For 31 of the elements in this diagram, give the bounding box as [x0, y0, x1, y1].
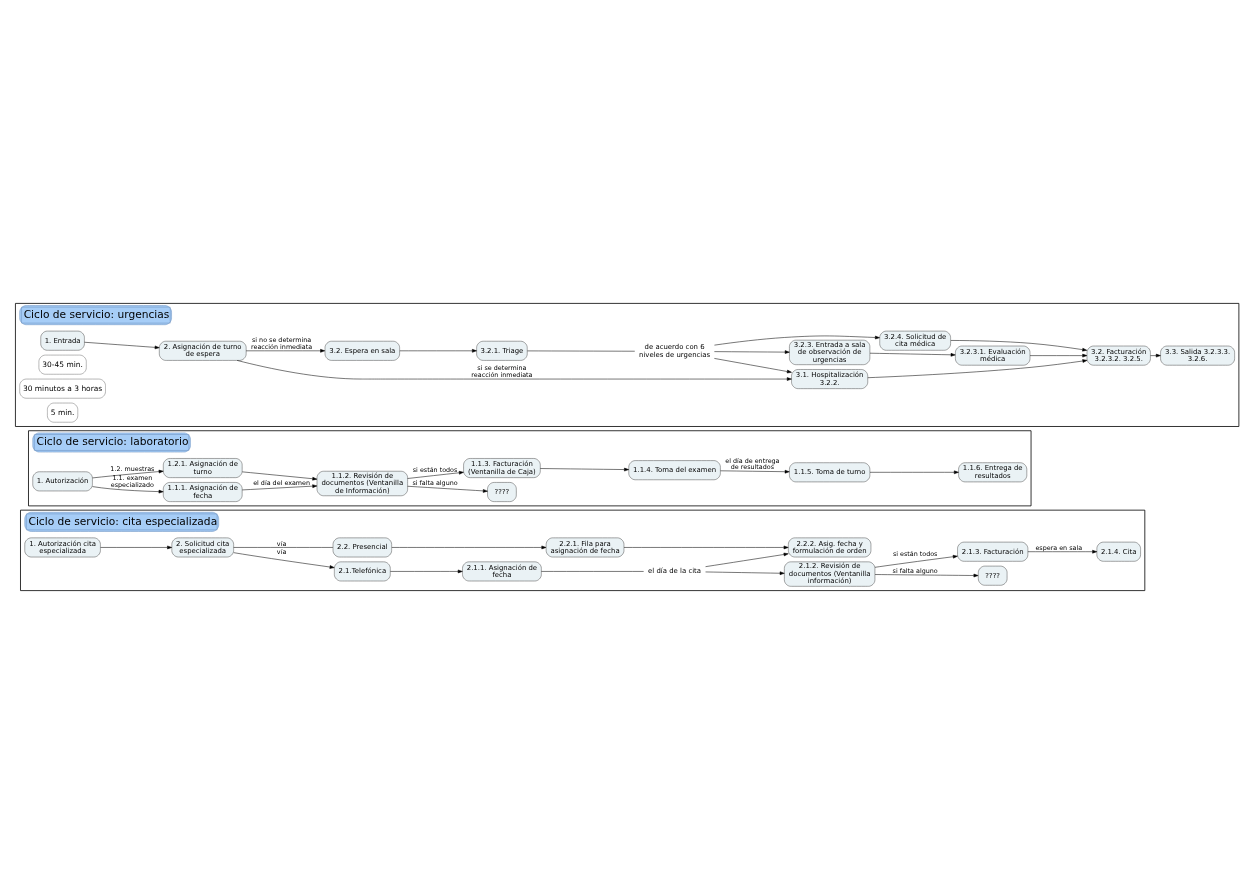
arrow — [714, 335, 880, 346]
arrow — [84, 342, 160, 350]
arrow — [869, 470, 959, 475]
arrow — [874, 554, 958, 568]
arrow — [92, 469, 164, 479]
arrow — [869, 352, 956, 357]
arrow — [407, 471, 464, 479]
arrow — [540, 467, 629, 472]
arrow — [705, 552, 789, 567]
arrow — [950, 340, 1088, 352]
arrow — [1150, 353, 1161, 358]
arrow — [1027, 549, 1098, 554]
arrow — [92, 486, 164, 494]
arrow — [874, 573, 979, 578]
arrow — [623, 545, 789, 550]
arrow — [399, 349, 477, 353]
arrow — [245, 349, 326, 353]
arrow — [714, 358, 792, 374]
arrow — [705, 571, 785, 575]
arrow — [241, 484, 318, 491]
arrow — [236, 360, 792, 381]
arrow — [407, 486, 488, 493]
arrow — [241, 471, 318, 481]
arrow — [867, 359, 1088, 378]
arrow — [391, 545, 547, 550]
arrow — [100, 545, 172, 550]
arrow — [233, 552, 335, 569]
arrow — [714, 350, 790, 354]
arrow — [1029, 353, 1088, 358]
arrow — [390, 569, 463, 574]
arrow — [720, 469, 790, 474]
